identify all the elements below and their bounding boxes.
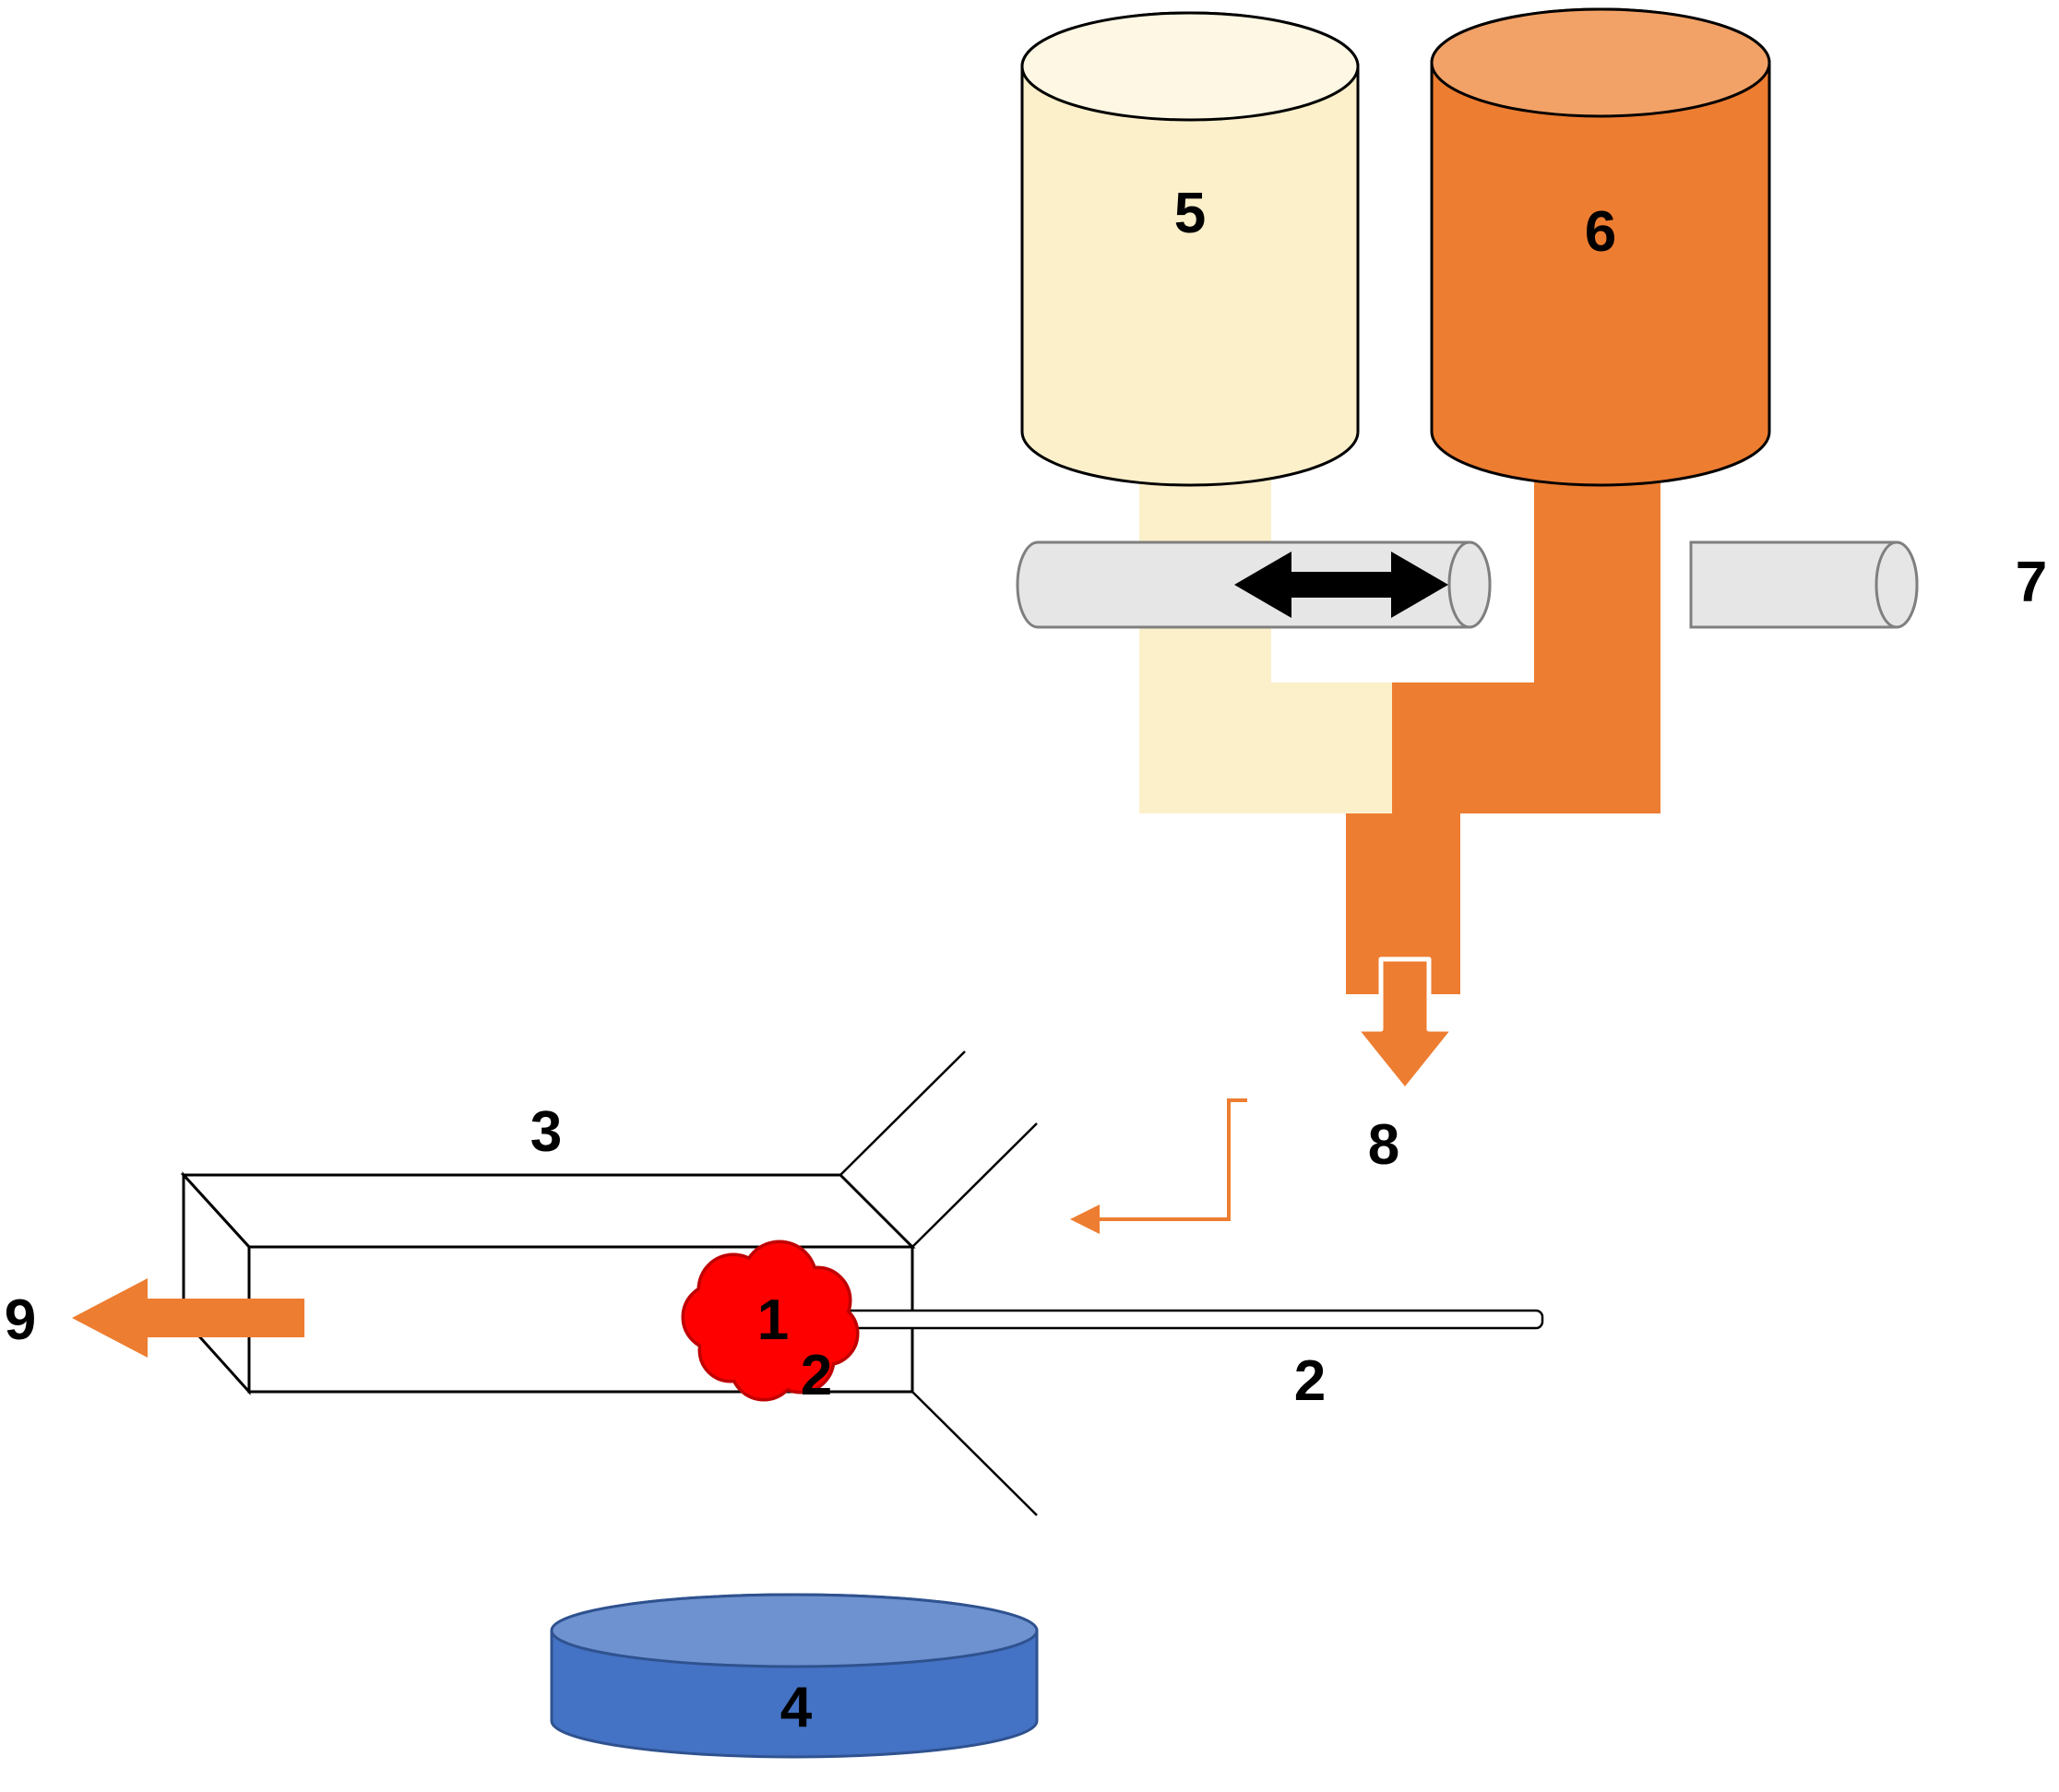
orange-reservoir-cylinder: [1430, 7, 1771, 487]
collection-dish-top: [550, 1593, 1039, 1668]
flame-cloud: [684, 1243, 856, 1398]
label-reservoir-dark: 6: [1585, 200, 1616, 264]
duct-extension-line-back: [839, 1050, 966, 1176]
label-outflow: 9: [5, 1288, 36, 1352]
slide-rod-right: [1689, 540, 1919, 629]
duct-extension-line-front-top: [911, 1122, 1038, 1248]
outlet-arrow: [1353, 956, 1457, 1093]
duct-extension-line-front-bottom: [911, 1391, 1038, 1516]
slide-rod-right-endcap: [1875, 540, 1919, 629]
sample-duct-box: [180, 1050, 1038, 1516]
probe-rod: [780, 1309, 1544, 1330]
collection-dish: [550, 1593, 1039, 1759]
duct-top-face: [180, 1173, 916, 1249]
cream-reservoir-cylinder: [1020, 11, 1360, 487]
connector-line: [1098, 1098, 1247, 1221]
slide-direction-arrow-icon: [1234, 552, 1448, 618]
cloud-lobe: [731, 1278, 815, 1363]
label-outlet: 8: [1368, 1113, 1399, 1177]
slide-rod-left-endcap: [1447, 540, 1492, 629]
label-probe: 2: [1294, 1349, 1326, 1413]
cream-reservoir-top: [1020, 11, 1360, 122]
label-dish: 4: [780, 1676, 813, 1739]
diagram-labels: 1 2 2 3 4 5 6 7 8 9: [5, 182, 2047, 1739]
label-flame: 1: [757, 1288, 789, 1352]
outflow-arrow: [72, 1278, 304, 1358]
cloud-lobe: [684, 1286, 747, 1348]
label-duct: 3: [530, 1100, 562, 1164]
label-reservoir-light: 5: [1174, 182, 1206, 245]
connector-arrowhead-icon: [1070, 1205, 1100, 1234]
orange-reservoir-top: [1430, 7, 1771, 118]
label-probe-tip: 2: [801, 1344, 832, 1407]
outlet-to-duct-connector-arrow: [1070, 1098, 1247, 1234]
label-slide-rod: 7: [2016, 551, 2047, 614]
orange-feed-tube: [1346, 397, 1660, 994]
